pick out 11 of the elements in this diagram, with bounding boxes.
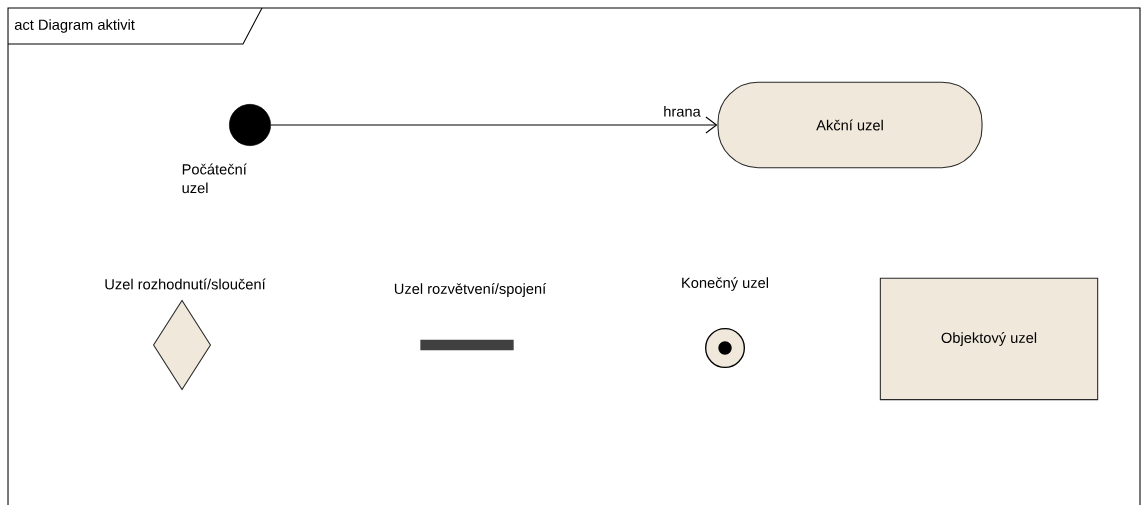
fork-bar [420, 339, 514, 351]
final-node [705, 328, 745, 368]
initial-node [229, 104, 271, 146]
node-label: Uzel rozhodnutí/sloučení [105, 278, 266, 290]
node-label: Konečný uzel [682, 277, 769, 291]
node-label: Uzel rozvětvení/spojení [394, 283, 547, 297]
arrow [270, 116, 718, 134]
edge-label: hrana [661, 104, 703, 119]
action-box: Akční uzel [717, 81, 983, 169]
object-box: Objektový uzel [879, 277, 1099, 401]
node-label: Počáteční uzel [182, 163, 247, 194]
